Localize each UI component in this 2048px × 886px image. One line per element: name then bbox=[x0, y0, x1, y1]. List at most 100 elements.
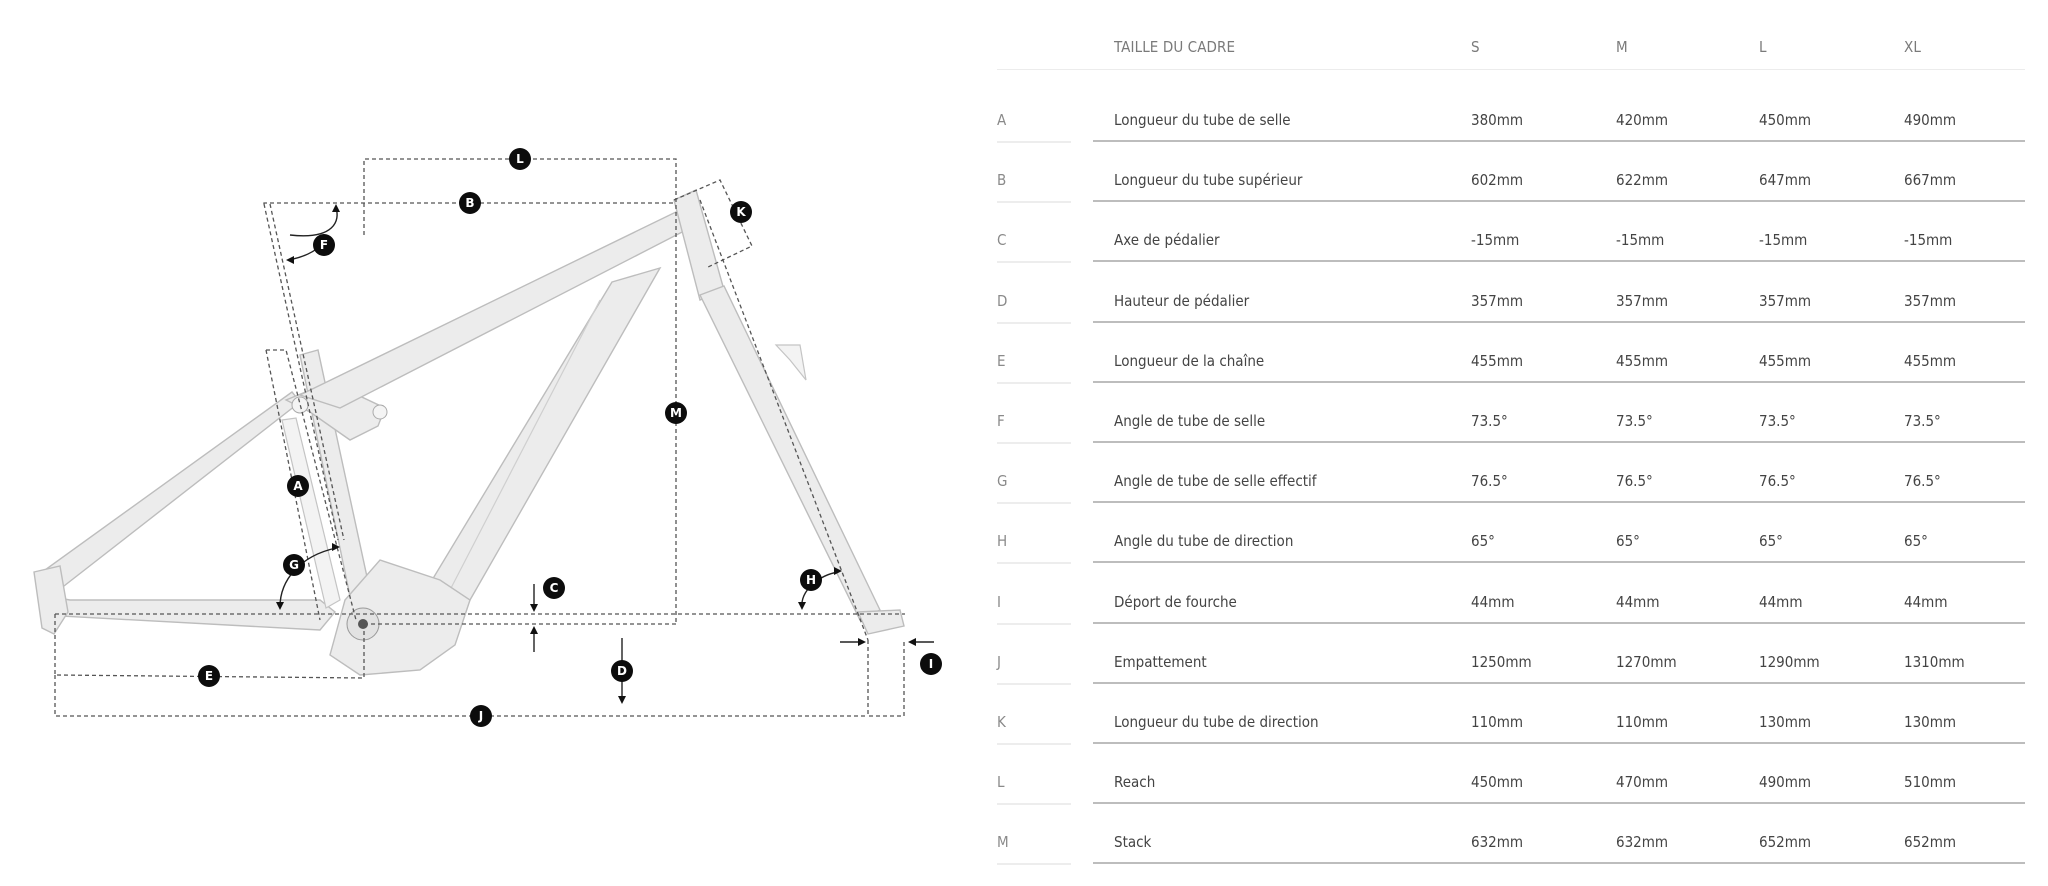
row-divider bbox=[1093, 441, 2025, 443]
row-label: Angle de tube de selle effectif bbox=[1114, 472, 1317, 491]
svg-text:E: E bbox=[205, 669, 213, 683]
down-tube bbox=[418, 266, 662, 601]
row-value: 357mm bbox=[1471, 291, 1524, 310]
row-divider bbox=[1093, 742, 2025, 744]
row-label: Axe de pédalier bbox=[1114, 231, 1220, 250]
row-divider bbox=[1093, 320, 2025, 323]
row-letter: E bbox=[997, 351, 1006, 370]
row-letter: C bbox=[997, 231, 1007, 250]
row-value: 470mm bbox=[1616, 773, 1669, 792]
row-value: 602mm bbox=[1471, 171, 1524, 190]
row-value: 357mm bbox=[1616, 291, 1669, 310]
pivot-1 bbox=[291, 396, 309, 414]
marker-b: B bbox=[459, 192, 481, 214]
head-tube bbox=[673, 189, 725, 301]
pivot-2 bbox=[372, 404, 388, 420]
header-size-xl: XL bbox=[1904, 38, 1921, 56]
marker-j: J bbox=[470, 705, 492, 727]
svg-text:M: M bbox=[670, 406, 682, 420]
svg-text:J: J bbox=[478, 709, 483, 723]
row-value: 73.5° bbox=[1616, 412, 1653, 430]
row-label: Déport de fourche bbox=[1114, 592, 1237, 611]
row-label: Stack bbox=[1114, 833, 1152, 852]
row-value: -15mm bbox=[1759, 231, 1808, 250]
row-divider bbox=[1093, 681, 2025, 684]
svg-text:F: F bbox=[320, 238, 328, 252]
row-value: -15mm bbox=[1904, 231, 1953, 250]
row-value: 76.5° bbox=[1616, 472, 1653, 491]
row-label: Angle du tube de direction bbox=[1114, 532, 1294, 551]
row-letter: B bbox=[997, 171, 1007, 190]
dimension-arrows bbox=[276, 204, 934, 704]
letter-divider bbox=[997, 442, 1071, 444]
row-value: 65° bbox=[1471, 532, 1495, 551]
row-value: 1270mm bbox=[1616, 652, 1677, 671]
row-value: 622mm bbox=[1616, 171, 1669, 190]
row-value: 130mm bbox=[1759, 713, 1812, 731]
letter-divider bbox=[997, 261, 1071, 264]
row-value: 667mm bbox=[1904, 171, 1957, 190]
row-value: 65° bbox=[1759, 532, 1783, 551]
svg-text:L: L bbox=[516, 152, 524, 166]
row-letter: F bbox=[997, 412, 1005, 430]
svg-text:H: H bbox=[806, 573, 816, 587]
header-divider bbox=[997, 69, 2025, 70]
seat-stay bbox=[37, 391, 301, 602]
row-label: Longueur du tube de direction bbox=[1114, 713, 1319, 731]
row-label: Longueur du tube de selle bbox=[1114, 111, 1291, 129]
marker-d: D bbox=[611, 660, 633, 682]
letter-divider bbox=[997, 622, 1071, 625]
row-value: 647mm bbox=[1759, 171, 1812, 190]
row-value: 455mm bbox=[1759, 351, 1812, 370]
letter-divider bbox=[997, 141, 1071, 143]
row-value: 652mm bbox=[1904, 833, 1957, 852]
letter-divider bbox=[997, 381, 1071, 384]
row-value: 1250mm bbox=[1471, 652, 1532, 671]
svg-text:K: K bbox=[736, 205, 746, 219]
letter-divider bbox=[997, 863, 1071, 866]
row-value: -15mm bbox=[1471, 231, 1520, 250]
row-divider bbox=[1093, 501, 2025, 504]
marker-l: L bbox=[509, 148, 531, 170]
row-value: 44mm bbox=[1759, 592, 1803, 611]
row-value: 65° bbox=[1904, 532, 1928, 551]
row-letter: D bbox=[997, 291, 1008, 310]
row-value: 44mm bbox=[1616, 592, 1660, 611]
marker-i: I bbox=[920, 653, 942, 675]
letter-divider bbox=[997, 682, 1071, 685]
row-label: Angle de tube de selle bbox=[1114, 412, 1266, 430]
row-letter: H bbox=[997, 532, 1008, 551]
marker-k: K bbox=[730, 201, 752, 223]
header-size-l: L bbox=[1759, 38, 1767, 56]
row-letter: K bbox=[997, 713, 1006, 731]
svg-text:A: A bbox=[293, 479, 303, 493]
fork bbox=[699, 285, 881, 621]
marker-a: A bbox=[287, 475, 309, 497]
marker-g: G bbox=[283, 554, 305, 576]
row-value: 76.5° bbox=[1904, 472, 1941, 491]
fork-dropout bbox=[856, 609, 905, 635]
row-divider bbox=[1093, 380, 2025, 383]
row-value: 450mm bbox=[1759, 111, 1812, 129]
row-divider bbox=[1093, 200, 2025, 203]
rear-dropout bbox=[33, 565, 69, 635]
row-label: Empattement bbox=[1114, 652, 1207, 671]
row-value: 1290mm bbox=[1759, 652, 1820, 671]
row-value: 44mm bbox=[1904, 592, 1948, 611]
row-value: 1310mm bbox=[1904, 652, 1965, 671]
row-divider bbox=[1093, 260, 2025, 263]
bike-frame bbox=[33, 189, 905, 676]
letter-divider bbox=[997, 201, 1071, 204]
letter-divider bbox=[997, 743, 1071, 745]
row-divider bbox=[1093, 140, 2025, 142]
row-label: Longueur du tube supérieur bbox=[1114, 171, 1303, 190]
header-frame-size: TAILLE DU CADRE bbox=[1114, 38, 1236, 56]
marker-e: E bbox=[198, 665, 220, 687]
row-value: 130mm bbox=[1904, 713, 1957, 731]
